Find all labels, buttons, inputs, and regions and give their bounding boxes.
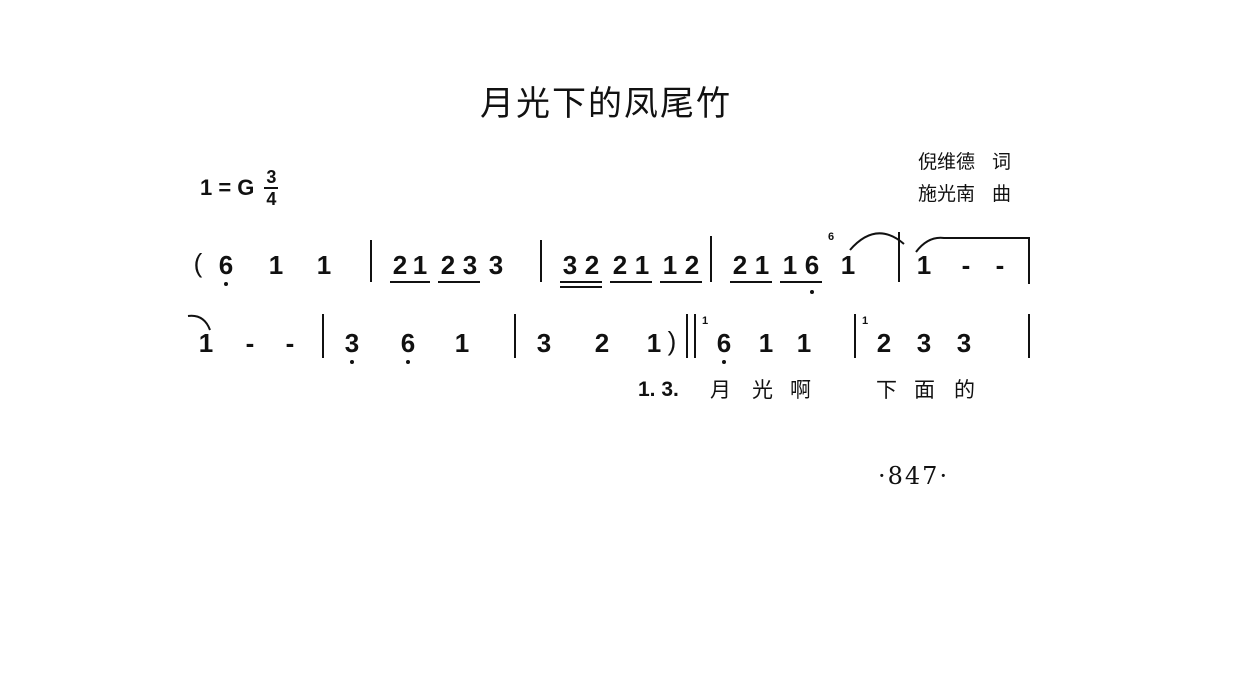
note: - <box>961 250 971 280</box>
song-title: 月光下的凤尾竹 <box>480 84 732 124</box>
lyricist-role: 词 <box>991 151 1011 173</box>
bar-line <box>1028 238 1030 284</box>
bar-line <box>686 314 688 358</box>
beam <box>730 281 772 283</box>
note: 1 <box>268 250 284 280</box>
note: 2 <box>392 250 408 280</box>
note: 6 <box>400 328 416 358</box>
note: 2 <box>612 250 628 280</box>
note: 1 <box>634 250 650 280</box>
composer-name: 施光南 <box>917 183 975 205</box>
beam <box>610 281 652 283</box>
lyric-word: 面 <box>914 378 935 402</box>
bar-line <box>370 240 372 282</box>
low-octave-dot <box>224 282 228 286</box>
time-denominator: 4 <box>266 189 277 209</box>
paren-open: ( <box>193 248 203 278</box>
note: 2 <box>684 250 700 280</box>
lyric-word: 月 <box>710 378 731 402</box>
note: 6 <box>716 328 732 358</box>
note: 2 <box>440 250 456 280</box>
note: 6 <box>218 250 234 280</box>
note: 1 <box>646 328 662 358</box>
lyric-word: 啊 <box>790 378 811 402</box>
low-octave-dot <box>722 360 726 364</box>
composer-role: 曲 <box>991 183 1011 205</box>
note: 1 <box>782 250 798 280</box>
key-signature: 1 = G 3 4 <box>200 167 279 209</box>
note: 2 <box>584 250 600 280</box>
note: 1 <box>758 328 774 358</box>
bar-line <box>514 314 516 358</box>
beam <box>780 281 822 283</box>
page-number: ·847· <box>878 462 950 490</box>
key-label: 1 = G <box>200 175 255 200</box>
lyricist-name: 倪维德 <box>917 151 975 173</box>
repeat-bar-line <box>694 314 696 358</box>
verse-label: 1. 3. <box>638 378 679 401</box>
tie-slur <box>187 314 211 331</box>
note: 2 <box>594 328 610 358</box>
note: - <box>245 328 255 358</box>
note: 1 <box>916 250 932 280</box>
low-octave-dot <box>350 360 354 364</box>
beam <box>560 286 602 288</box>
beam <box>560 281 602 283</box>
lyricist-credit: 倪维德 词 <box>918 146 1011 178</box>
time-signature: 3 4 <box>264 167 279 209</box>
note: 1 <box>316 250 332 280</box>
lyric-word: 下 <box>876 378 897 402</box>
note: 1 <box>198 328 214 358</box>
note: 1 <box>412 250 428 280</box>
note: 1 <box>796 328 812 358</box>
grace-note: 6 <box>828 231 835 243</box>
note: 3 <box>956 328 972 358</box>
bar-line <box>540 240 542 282</box>
note: - <box>995 250 1005 280</box>
note: 1 <box>454 328 470 358</box>
bar-line <box>322 314 324 358</box>
lyric-word: 光 <box>752 378 773 402</box>
time-numerator: 3 <box>266 167 277 187</box>
composer-credit: 施光南 曲 <box>918 178 1011 210</box>
note: 3 <box>488 250 504 280</box>
note: 6 <box>804 250 820 280</box>
note: 3 <box>462 250 478 280</box>
paren-close: ) <box>667 326 677 356</box>
note: - <box>285 328 295 358</box>
note: 3 <box>344 328 360 358</box>
note: 3 <box>536 328 552 358</box>
credits: 倪维德 词 施光南 曲 <box>918 146 1011 210</box>
grace-note: 1 <box>862 315 869 327</box>
bar-line <box>710 236 712 282</box>
bar-line <box>1028 314 1030 358</box>
note: 3 <box>916 328 932 358</box>
low-octave-dot <box>810 290 814 294</box>
low-octave-dot <box>406 360 410 364</box>
bar-line <box>898 232 900 282</box>
note: 1 <box>840 250 856 280</box>
note: 2 <box>732 250 748 280</box>
beam <box>438 281 480 283</box>
beam <box>660 281 702 283</box>
note: 1 <box>662 250 678 280</box>
note: 2 <box>876 328 892 358</box>
note: 1 <box>754 250 770 280</box>
lyric-word: 的 <box>954 378 975 402</box>
tie-slur <box>915 236 1030 253</box>
bar-line <box>854 314 856 358</box>
note: 3 <box>562 250 578 280</box>
grace-note: 1 <box>702 315 709 327</box>
beam <box>390 281 430 283</box>
